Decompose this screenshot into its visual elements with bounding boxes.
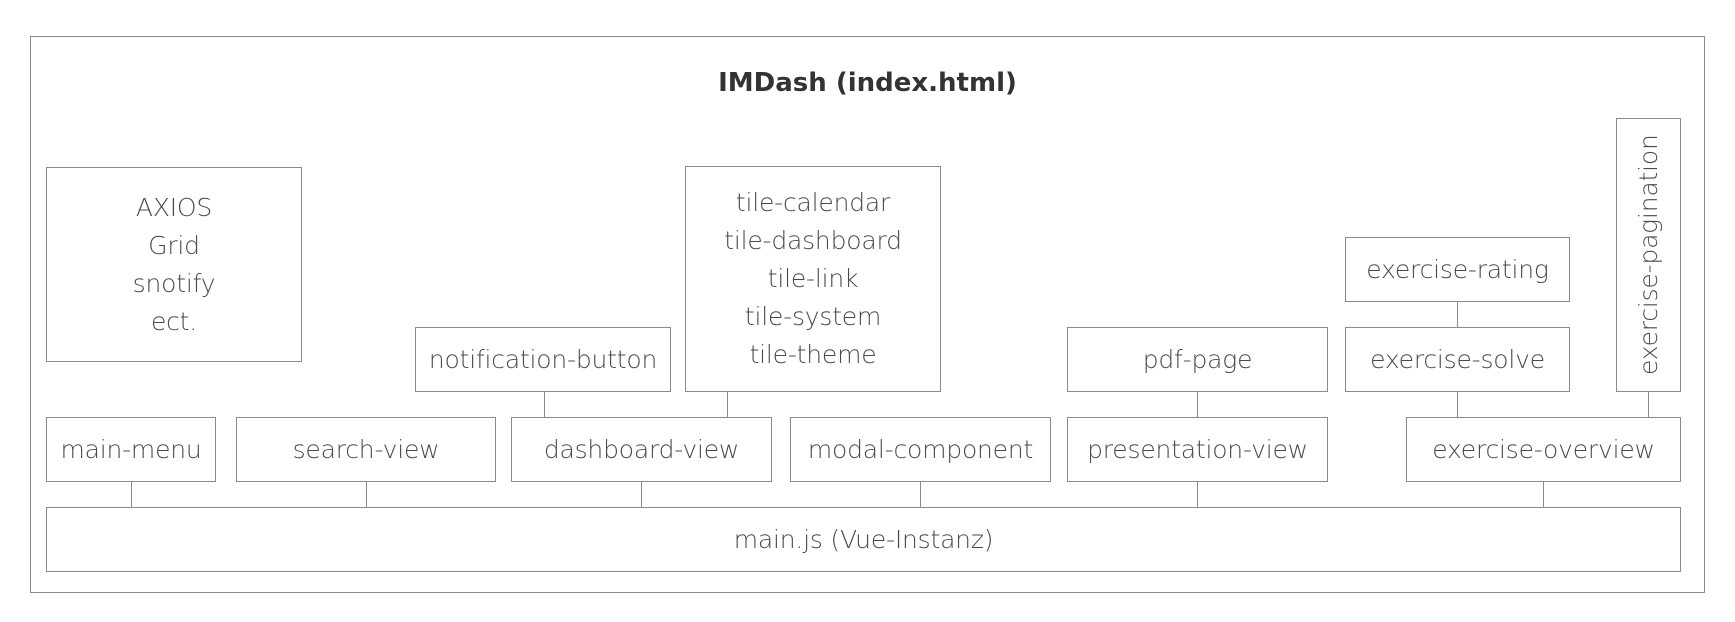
library-snotify: snotify [132, 268, 216, 298]
modal-component-box: modal-component [790, 417, 1051, 482]
search-view-box: search-view [236, 417, 496, 482]
exercise-pagination-box: exercise-pagination [1616, 118, 1681, 392]
diagram-title: IMDash (index.html) [718, 68, 1017, 98]
library-etc: ect. [150, 306, 198, 336]
connector-main-menu [131, 482, 132, 507]
main-menu-box: main-menu [46, 417, 216, 482]
pdf-page-box: pdf-page [1067, 327, 1328, 392]
connector-exercise-solve [1457, 392, 1458, 417]
connector-pdf-page [1197, 392, 1198, 417]
tile-dashboard-label: tile-dashboard [724, 226, 902, 255]
notification-button-box: notification-button [415, 327, 671, 392]
connector-notification-button [544, 392, 545, 417]
index-html-frame [30, 36, 1705, 593]
connector-dashboard-view [641, 482, 642, 507]
tile-system-label: tile-system [744, 302, 882, 331]
connector-tiles [727, 392, 728, 417]
exercise-solve-box: exercise-solve [1345, 327, 1570, 392]
library-grid: Grid [148, 230, 200, 260]
exercise-overview-box: exercise-overview [1406, 417, 1681, 482]
connector-exercise-rating [1457, 302, 1458, 327]
libraries-box: AXIOS Grid snotify ect. [46, 167, 302, 362]
main-js-box: main.js (Vue-Instanz) [46, 507, 1681, 572]
connector-exercise-overview [1543, 482, 1544, 507]
tile-theme-label: tile-theme [749, 340, 877, 369]
connector-presentation-view [1197, 482, 1198, 507]
tiles-box: tile-calendar tile-dashboard tile-link t… [685, 166, 941, 392]
library-axios: AXIOS [135, 192, 213, 222]
dashboard-view-box: dashboard-view [511, 417, 772, 482]
tile-link-label: tile-link [767, 264, 859, 293]
presentation-view-box: presentation-view [1067, 417, 1328, 482]
connector-search-view [366, 482, 367, 507]
connector-exercise-pagination [1648, 392, 1649, 417]
tile-calendar-label: tile-calendar [735, 188, 891, 217]
exercise-rating-box: exercise-rating [1345, 237, 1570, 302]
connector-modal-component [920, 482, 921, 507]
